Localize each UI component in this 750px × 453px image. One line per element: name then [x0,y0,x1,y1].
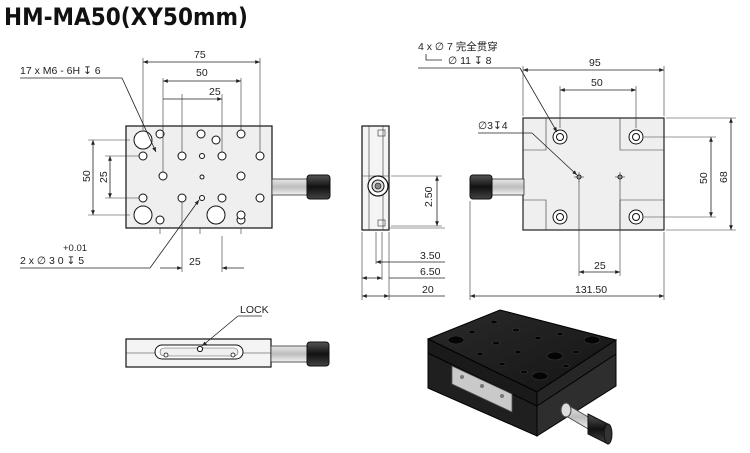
callout-center-hole: ∅3↧4 [478,120,508,132]
dim-right-50: 50 [698,172,710,184]
dim-20: 20 [422,284,434,296]
center-hole [199,174,205,180]
lock-label: LOCK [240,304,269,316]
top-view: 75 50 25 50 25 17 x M6 - 6H ↧ 6 +0.01 2 … [20,49,331,272]
front-view: LOCK [125,304,330,368]
callout-tapped-holes: 17 x M6 - 6H ↧ 6 [20,65,101,77]
isometric-view [426,309,618,445]
iso-holes [447,319,601,381]
tapped-holes [138,129,265,225]
callout-counterbore-1: 4 x ∅ 7 完全贯穿 [418,40,498,53]
lock-screw [196,345,204,353]
bottom-view: 4 x ∅ 7 完全贯穿 ∅ 11 ↧ 8 ∅3↧4 95 50 68 50 2… [418,40,736,300]
dim-6-50: 6.50 [420,266,441,278]
dim-bottom-25: 25 [189,256,201,268]
micrometer-shaft [271,178,309,196]
dim-75: 75 [194,49,206,61]
dim-3-50: 3.50 [420,250,441,262]
micrometer-knob [306,341,330,367]
callout-pin-holes: 2 x ∅ 3 0 ↧ 5 [20,255,84,267]
counterbore-hole [206,205,226,225]
counterbore-holes [552,129,644,225]
dim-2-50: 2.50 [423,186,435,207]
counterbore-hole [133,130,153,150]
dim-95: 95 [589,57,601,69]
dim-bottom-25: 25 [594,260,606,272]
pin-hole [199,153,205,159]
dim-top-50: 50 [591,77,603,89]
pin-hole [199,195,205,201]
dim-50: 50 [196,67,208,79]
dim-left-25: 25 [98,171,110,183]
center-holes [574,172,625,182]
iso-lock-strip [451,365,513,413]
drawing-title: HM-MA50(XY50mm) [4,3,248,31]
callout-counterbore-2: ∅ 11 ↧ 8 [448,55,492,67]
micrometer-shaft [489,178,525,196]
dim-131-50: 131.50 [575,284,607,296]
dim-68: 68 [718,171,730,183]
dim-left-50: 50 [81,170,93,182]
micrometer-knob [306,174,331,200]
side-view: 2.50 3.50 6.50 20 [361,125,445,300]
micrometer-knob [469,174,493,200]
dim-25: 25 [209,86,221,98]
counterbore-hole [133,205,153,225]
callout-pin-tolerance: +0.01 [63,243,87,254]
